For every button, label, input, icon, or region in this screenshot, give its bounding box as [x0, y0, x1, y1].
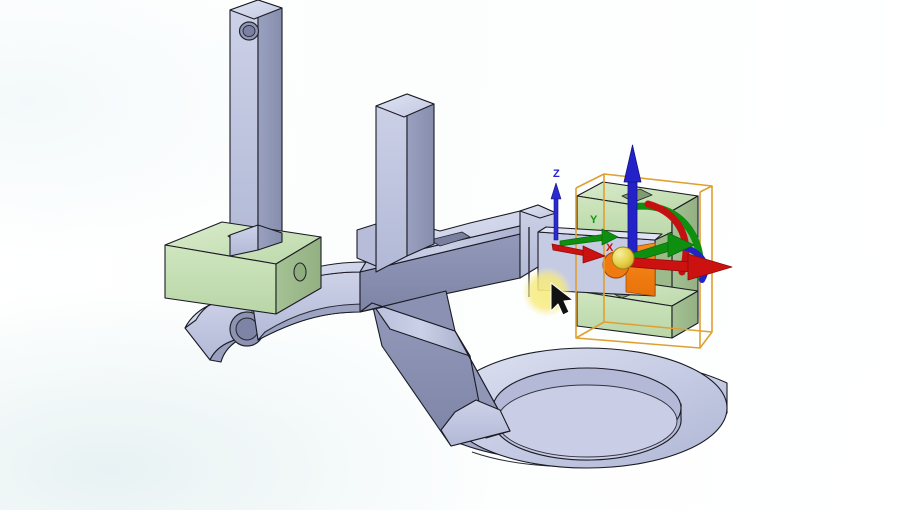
axis-label-x: X — [606, 242, 614, 254]
part-main-bracket-arm[interactable] — [184, 204, 557, 363]
z-axis-reference-arrow-icon — [550, 182, 562, 241]
axis-label-y: Y — [590, 214, 598, 226]
x-axis-reference-arrow-icon — [551, 243, 606, 264]
triad-origin-handle[interactable] — [611, 246, 635, 270]
post-through-slider-overlay — [229, 224, 283, 257]
reference-triad-manipulator[interactable]: Z Y X — [550, 144, 733, 283]
y-axis-reference-arrow-icon — [559, 228, 619, 247]
part-cylindrical-ring-hub[interactable] — [446, 347, 728, 469]
part-square-post-with-hole[interactable] — [229, 0, 283, 257]
part-square-post-plain[interactable] — [356, 93, 435, 273]
axis-label-z: Z — [553, 168, 560, 180]
mouse-pointer-icon — [550, 282, 574, 316]
